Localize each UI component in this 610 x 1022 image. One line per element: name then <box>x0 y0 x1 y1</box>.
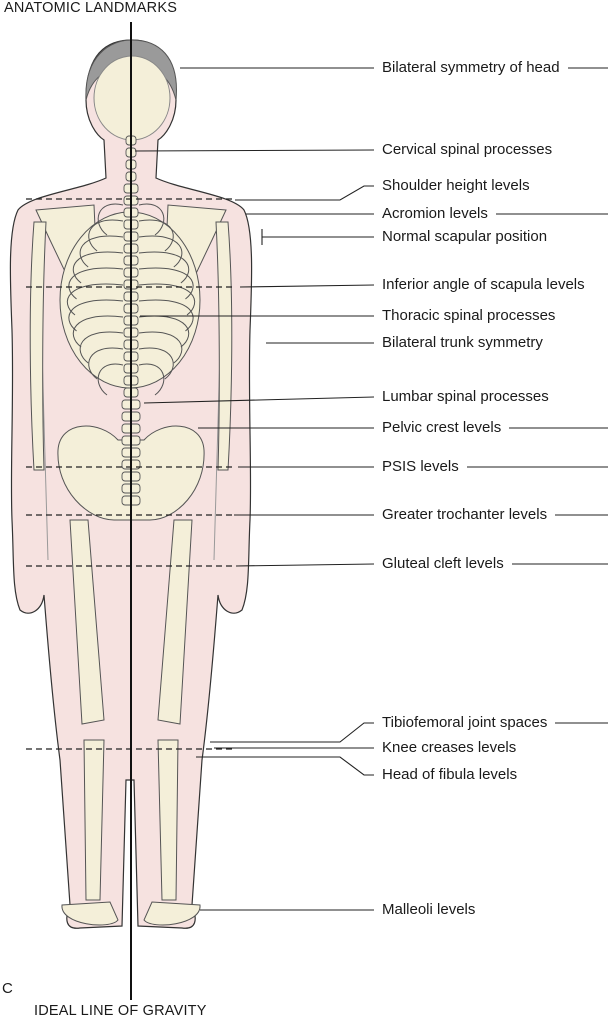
rib <box>97 363 124 396</box>
landmark-label: Lumbar spinal processes <box>382 388 549 405</box>
rib <box>68 267 124 300</box>
landmark-label: Greater trochanter levels <box>382 506 548 523</box>
rib <box>88 219 124 252</box>
diagram-title: ANATOMIC LANDMARKS <box>4 0 178 16</box>
leader-line <box>235 563 375 567</box>
landmark-label: Malleoli levels <box>382 901 476 918</box>
leader-line <box>235 185 374 201</box>
landmark-label: Shoulder height levels <box>382 177 530 194</box>
landmark-label: Head of fibula levels <box>382 766 518 783</box>
rib <box>138 203 165 236</box>
rib <box>138 267 194 300</box>
landmark-label: Gluteal cleft levels <box>382 555 504 572</box>
rib <box>138 299 194 332</box>
rib <box>138 251 190 284</box>
skeleton <box>29 204 233 926</box>
rib <box>72 251 124 284</box>
rib <box>138 219 174 252</box>
leader-line <box>210 722 374 743</box>
leader-line <box>143 396 375 404</box>
rib <box>79 235 124 268</box>
landmark-label: Pelvic crest levels <box>382 419 502 436</box>
leader-line <box>196 756 374 776</box>
gravity-caption: IDEAL LINE OF GRAVITY <box>34 1003 207 1019</box>
rib <box>138 363 165 396</box>
landmark-label: Inferior angle of scapula levels <box>382 276 585 293</box>
rib <box>138 347 174 380</box>
rib <box>138 235 183 268</box>
ribs <box>66 203 196 396</box>
rib <box>97 203 124 236</box>
landmark-label: Cervical spinal processes <box>382 141 553 158</box>
landmark-label: Bilateral trunk symmetry <box>382 334 543 351</box>
panel-letter: C <box>2 980 13 997</box>
landmark-label: Acromion levels <box>382 205 488 222</box>
rib <box>68 299 124 332</box>
landmark-label: Tibiofemoral joint spaces <box>382 714 548 731</box>
leader-line <box>239 284 375 288</box>
landmark-label: Knee creases levels <box>382 739 517 756</box>
landmark-label: Thoracic spinal processes <box>382 307 556 324</box>
landmark-label: Bilateral symmetry of head <box>382 59 560 76</box>
leader-lines <box>134 67 608 911</box>
rib <box>138 331 183 364</box>
rib <box>88 347 124 380</box>
landmark-label: Normal scapular position <box>382 228 548 245</box>
rib <box>72 315 124 348</box>
rib <box>79 331 124 364</box>
leader-line <box>134 149 375 152</box>
landmark-label: PSIS levels <box>382 458 459 475</box>
